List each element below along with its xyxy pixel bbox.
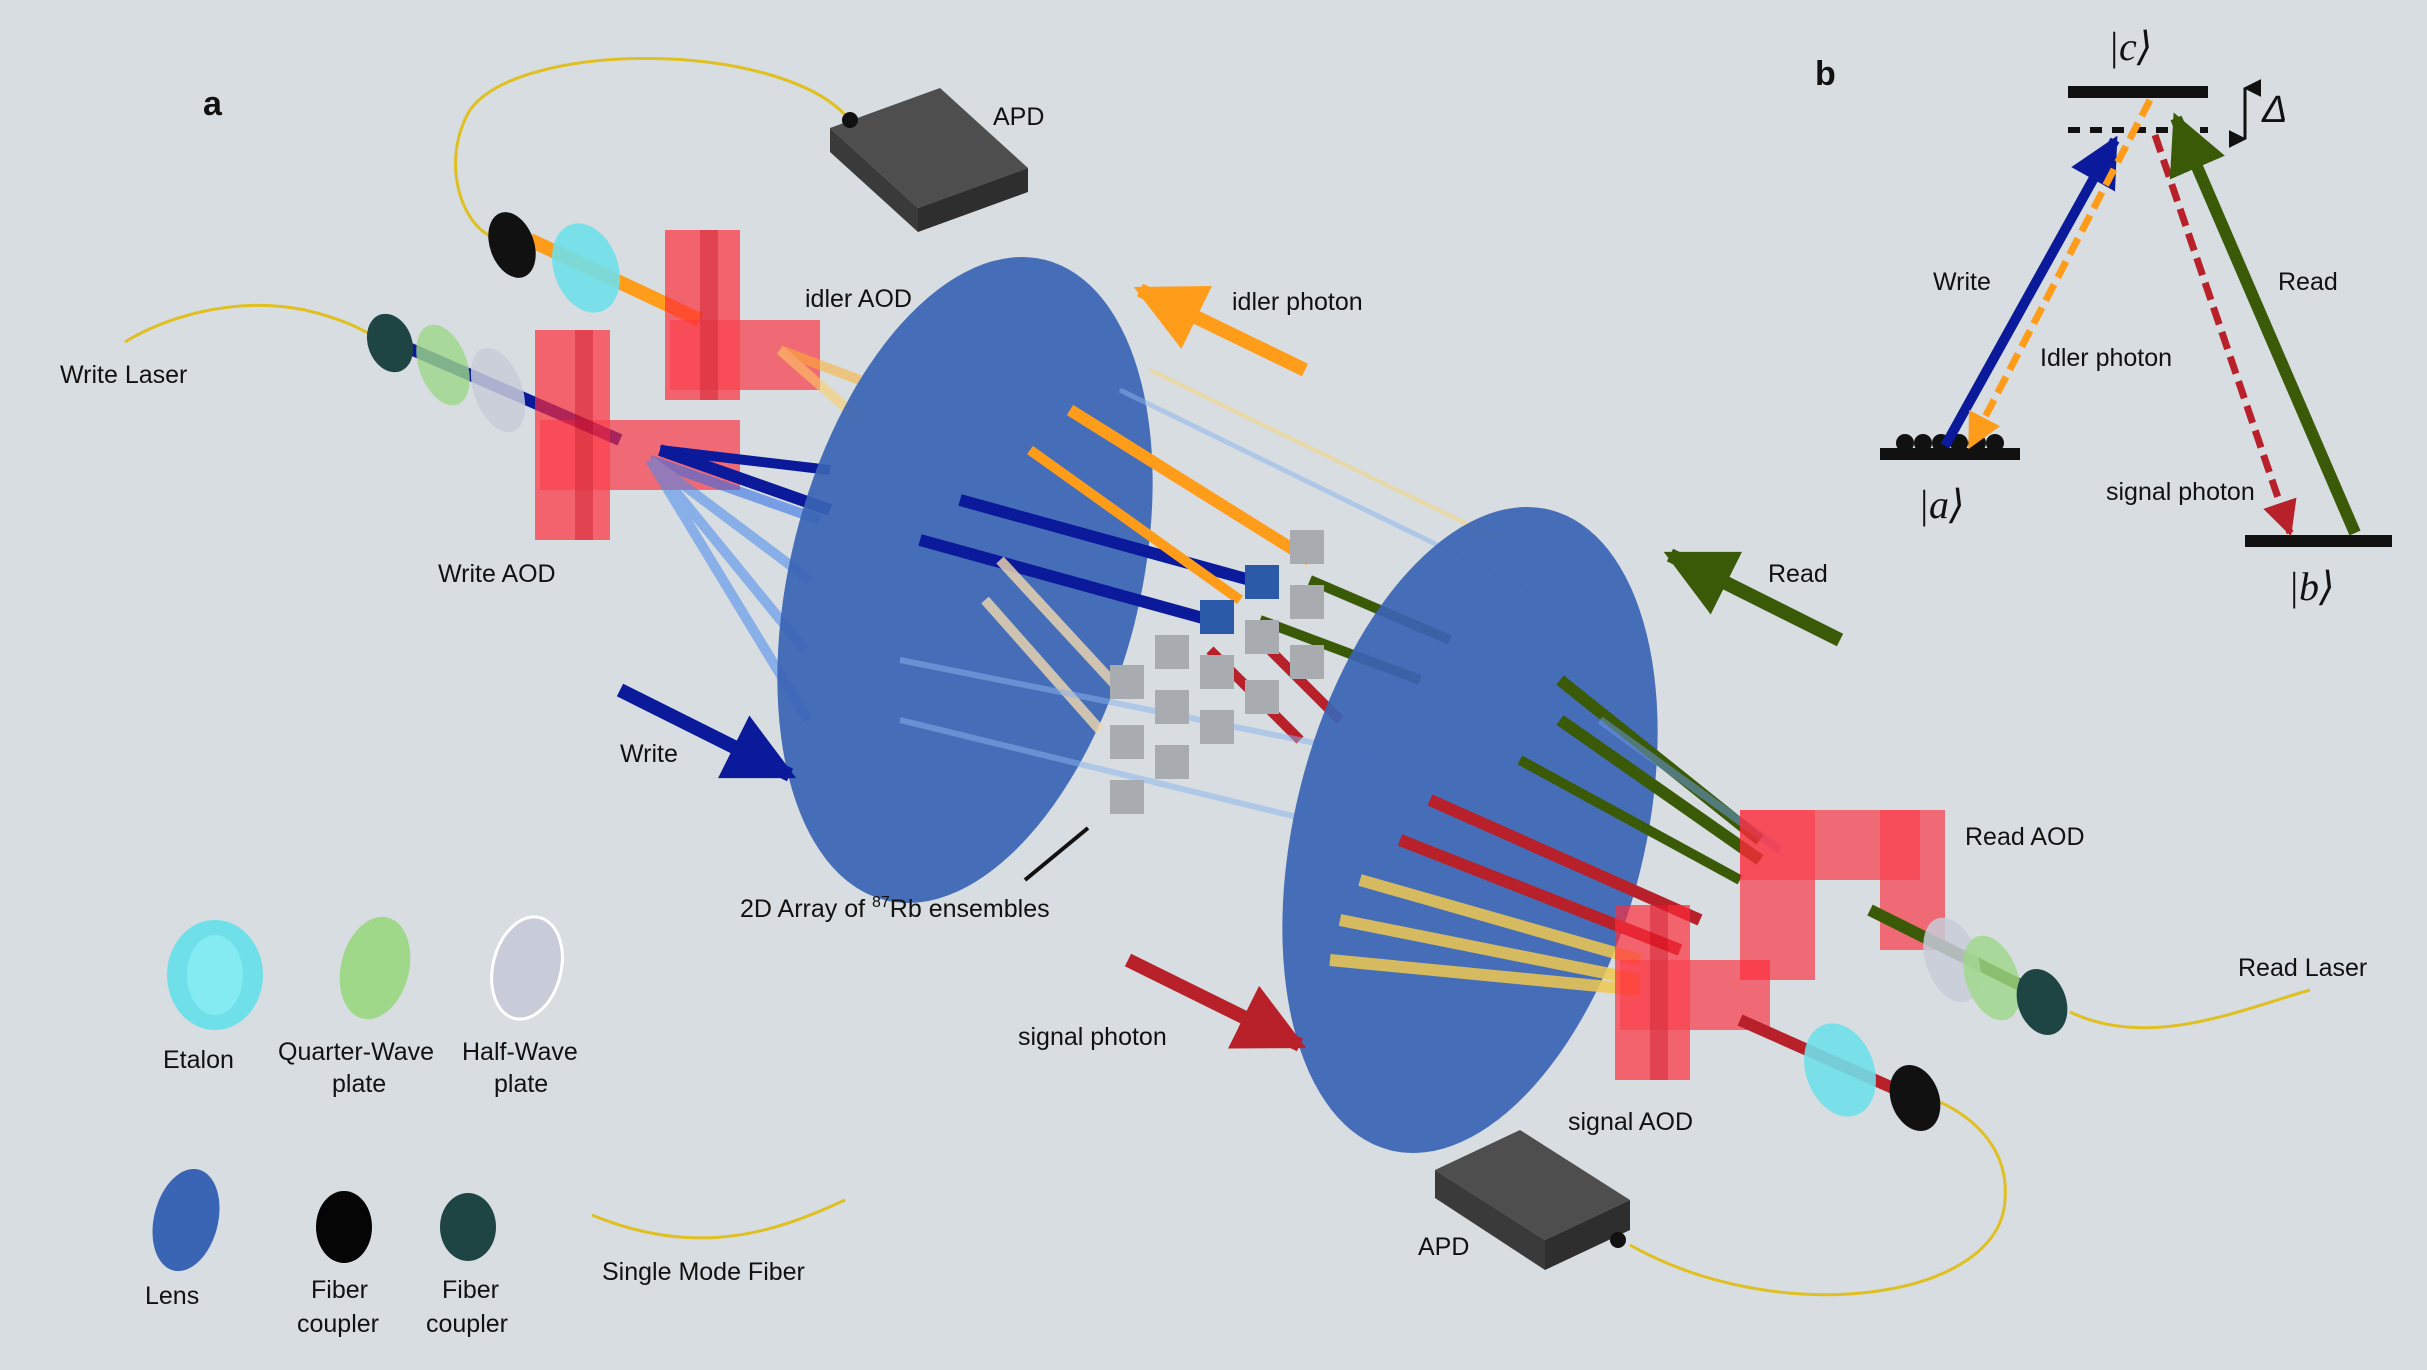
apd-top-label: APD bbox=[993, 103, 1044, 131]
half-wave-plate-write bbox=[470, 347, 526, 433]
write-arrow bbox=[616, 683, 797, 782]
legend-half-wave-label-2: plate bbox=[494, 1070, 548, 1098]
legend-fiber-coupler-black-label-1: Fiber bbox=[311, 1276, 368, 1304]
legend-half-wave-icon bbox=[490, 915, 564, 1021]
apd-top bbox=[830, 88, 1028, 232]
write-aod-label: Write AOD bbox=[438, 560, 556, 588]
read-transition bbox=[2169, 112, 2361, 536]
left-lens bbox=[777, 257, 1153, 903]
apd-top-fiber bbox=[454, 57, 850, 242]
signal-transition-label: signal photon bbox=[2106, 478, 2255, 506]
idler-aod-label: idler AOD bbox=[805, 285, 912, 313]
idler-photon-label: idler photon bbox=[1232, 288, 1363, 316]
write-transition bbox=[1940, 135, 2120, 449]
legend-fiber-label: Single Mode Fiber bbox=[602, 1258, 805, 1286]
read-transition-label: Read bbox=[2278, 268, 2338, 296]
legend-fiber-coupler-dark-label-1: Fiber bbox=[442, 1276, 499, 1304]
state-b-label: |b⟩ bbox=[2288, 564, 2335, 609]
fiber-coupler-write bbox=[366, 313, 414, 373]
write-laser-fiber bbox=[124, 303, 376, 344]
read-laser-label: Read Laser bbox=[2238, 954, 2367, 982]
write-transition-label: Write bbox=[1933, 268, 1991, 296]
read-aod-label: Read AOD bbox=[1965, 823, 2085, 851]
panel-b-label: b bbox=[1815, 55, 1836, 93]
write-arrow-label: Write bbox=[620, 740, 678, 768]
legend-half-wave-label-1: Half-Wave bbox=[462, 1038, 578, 1066]
idler-photon-arrow bbox=[1133, 283, 1309, 377]
legend-lens-label: Lens bbox=[145, 1282, 199, 1310]
apd-bottom-label: APD bbox=[1418, 1233, 1469, 1261]
legend-fiber-coupler-dark-icon bbox=[440, 1193, 496, 1261]
etalon-signal bbox=[1804, 1023, 1876, 1117]
state-c-label: |c⟩ bbox=[2108, 24, 2152, 69]
fiber-coupler-signal bbox=[1889, 1065, 1941, 1131]
idler-transition-label: Idler photon bbox=[2040, 344, 2172, 372]
legend-quarter-wave-icon bbox=[339, 916, 411, 1020]
read-arrow-label: Read bbox=[1768, 560, 1828, 588]
middle-beams bbox=[899, 368, 1552, 833]
write-laser-label: Write Laser bbox=[60, 361, 187, 389]
write-dark-beams bbox=[658, 444, 832, 516]
idler-transition bbox=[1966, 98, 2154, 450]
quarter-wave-plate-write bbox=[416, 324, 470, 406]
legend-etalon-label: Etalon bbox=[163, 1046, 234, 1074]
apd-bottom bbox=[1435, 1130, 1630, 1270]
fiber-coupler-read bbox=[2016, 969, 2068, 1035]
legend-etalon-highlight bbox=[187, 935, 243, 1015]
rb-ensemble-array bbox=[1110, 530, 1324, 814]
quarter-wave-plate-read bbox=[1963, 935, 2021, 1021]
apd-bottom-fiber bbox=[1629, 1098, 2007, 1297]
read-laser-fiber bbox=[2069, 988, 2311, 1030]
legend-fiber-coupler-black-label-2: coupler bbox=[297, 1310, 379, 1338]
etalon-idler bbox=[552, 223, 620, 313]
read-arrow bbox=[1663, 548, 1844, 647]
right-lens bbox=[1282, 507, 1658, 1153]
signal-transition bbox=[2151, 133, 2297, 537]
legend-lens-icon bbox=[152, 1168, 220, 1272]
idler-aod bbox=[665, 230, 820, 400]
signal-aod-label: signal AOD bbox=[1568, 1108, 1693, 1136]
legend-quarter-wave-label-1: Quarter-Wave bbox=[278, 1038, 434, 1066]
signal-photon-label: signal photon bbox=[1018, 1023, 1167, 1051]
legend-fiber-coupler-black-icon bbox=[316, 1191, 372, 1263]
array-label: 2D Array of 87Rb ensembles bbox=[740, 894, 1050, 923]
array-pointer bbox=[1023, 826, 1090, 882]
fiber-coupler-idler bbox=[488, 212, 536, 278]
legend-quarter-wave-label-2: plate bbox=[332, 1070, 386, 1098]
detuning-label: Δ bbox=[2261, 89, 2288, 131]
read-aod bbox=[1740, 810, 1945, 980]
legend-fiber-icon bbox=[591, 1198, 846, 1240]
legend-fiber-coupler-dark-label-2: coupler bbox=[426, 1310, 508, 1338]
state-a-label: |a⟩ bbox=[1918, 482, 1965, 527]
panel-a-label: a bbox=[203, 85, 223, 123]
signal-photon-arrow bbox=[1124, 953, 1307, 1052]
